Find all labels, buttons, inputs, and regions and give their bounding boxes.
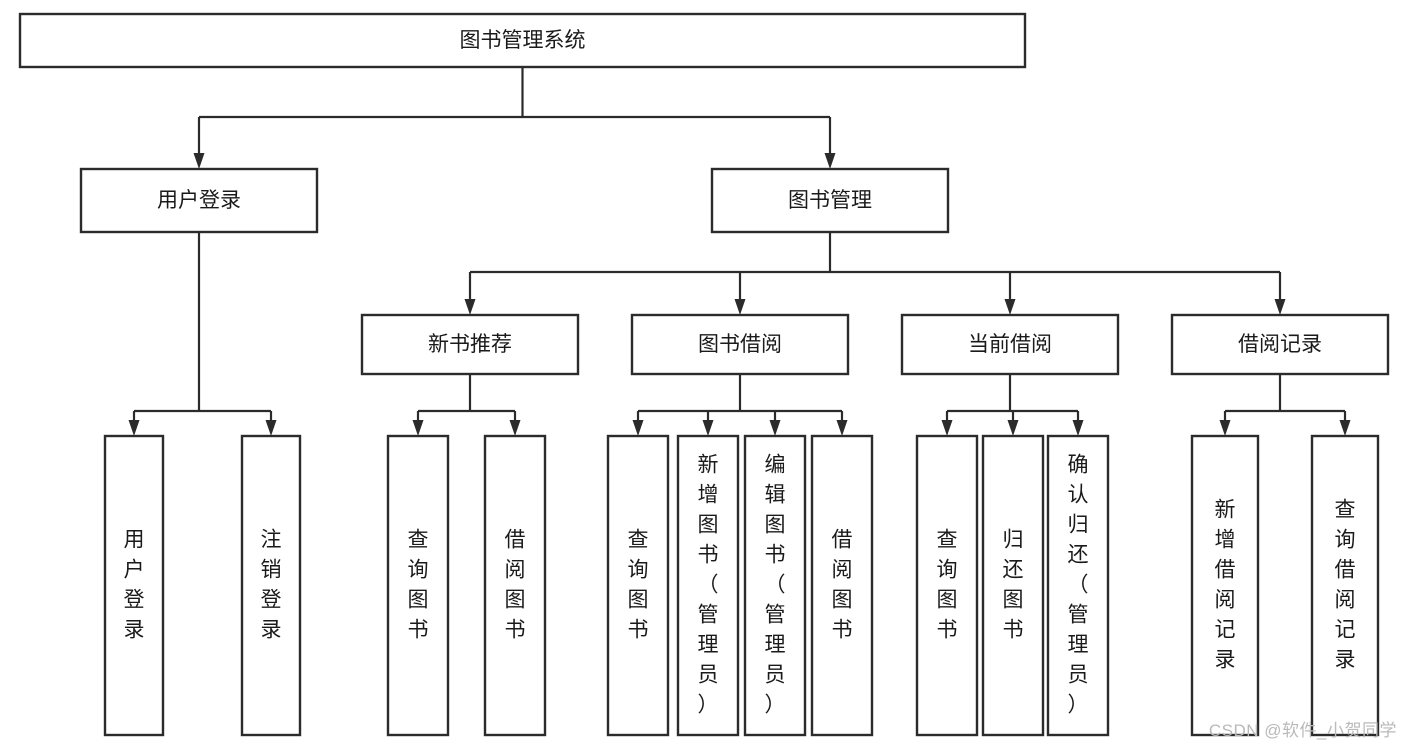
node-label-leaf-query-book-2: 查询图书 <box>628 528 649 641</box>
connector-layer <box>128 67 1351 436</box>
node-leaf-query-book-3[interactable]: 查询图书 <box>915 434 979 737</box>
node-box-leaf-query-book-3[interactable] <box>915 434 979 737</box>
node-leaf-query-book-2[interactable]: 查询图书 <box>606 434 670 737</box>
node-leaf-borrow-book-2[interactable]: 借阅图书 <box>810 434 874 737</box>
node-layer: 图书管理系统用户登录图书管理新书推荐图书借阅当前借阅借阅记录用户登录注销登录查询… <box>18 12 1390 737</box>
connector-group-user-login <box>128 232 277 436</box>
node-label-leaf-borrow-book-2: 借阅图书 <box>832 528 853 641</box>
node-box-user-login[interactable] <box>79 167 319 234</box>
connector-group-root <box>193 67 836 169</box>
connector-group-borrow-record <box>1219 374 1351 436</box>
connector-group-new-book-recommend <box>412 374 521 436</box>
arrow-head-icon <box>836 420 848 436</box>
node-leaf-return-book[interactable]: 归还图书 <box>981 434 1045 737</box>
arrow-head-icon <box>412 420 424 436</box>
node-box-leaf-confirm-return-admin[interactable] <box>1046 434 1110 737</box>
node-label-user-login: 用户登录 <box>157 189 241 212</box>
node-label-book-manage: 图书管理 <box>788 189 872 212</box>
node-label-borrow-record: 借阅记录 <box>1238 333 1322 356</box>
node-box-leaf-borrow-book-2[interactable] <box>810 434 874 737</box>
node-box-leaf-user-logout[interactable] <box>240 434 302 737</box>
node-book-manage[interactable]: 图书管理 <box>710 167 950 234</box>
node-label-leaf-query-book-1: 查询图书 <box>408 528 429 641</box>
arrow-head-icon <box>734 299 746 315</box>
node-leaf-add-book-admin[interactable]: 新增图书（管理员） <box>676 434 740 737</box>
node-box-current-borrow[interactable] <box>900 313 1120 376</box>
arrow-head-icon <box>1072 420 1084 436</box>
node-label-leaf-add-borrow-record: 新增借阅记录 <box>1215 498 1236 671</box>
node-box-leaf-add-borrow-record[interactable] <box>1190 434 1260 737</box>
node-label-current-borrow: 当前借阅 <box>968 333 1052 356</box>
node-leaf-query-borrow-record[interactable]: 查询借阅记录 <box>1310 434 1380 737</box>
node-box-borrow-record[interactable] <box>1170 313 1390 376</box>
node-box-leaf-query-book-2[interactable] <box>606 434 670 737</box>
node-box-book-borrow[interactable] <box>630 313 850 376</box>
arrow-head-icon <box>509 420 521 436</box>
node-borrow-record[interactable]: 借阅记录 <box>1170 313 1390 376</box>
node-label-leaf-user-login: 用户登录 <box>124 528 145 641</box>
node-box-leaf-return-book[interactable] <box>981 434 1045 737</box>
arrow-head-icon <box>702 420 714 436</box>
arrow-head-icon <box>824 153 836 169</box>
node-label-book-borrow: 图书借阅 <box>698 333 782 356</box>
node-leaf-add-borrow-record[interactable]: 新增借阅记录 <box>1190 434 1260 737</box>
node-leaf-confirm-return-admin[interactable]: 确认归还（管理员） <box>1046 434 1110 737</box>
arrow-head-icon <box>1219 420 1231 436</box>
node-box-book-manage[interactable] <box>710 167 950 234</box>
node-user-login[interactable]: 用户登录 <box>79 167 319 234</box>
watermark-label: CSDN @软件_小贺同学 <box>1208 721 1397 740</box>
node-leaf-user-login[interactable]: 用户登录 <box>103 434 165 737</box>
connector-group-current-borrow <box>941 374 1084 436</box>
node-leaf-borrow-book-1[interactable]: 借阅图书 <box>483 434 547 737</box>
node-box-leaf-add-book-admin[interactable] <box>676 434 740 737</box>
node-label-leaf-query-borrow-record: 查询借阅记录 <box>1335 498 1356 671</box>
node-new-book-recommend[interactable]: 新书推荐 <box>360 313 580 376</box>
arrow-head-icon <box>464 299 476 315</box>
node-leaf-query-book-1[interactable]: 查询图书 <box>386 434 450 737</box>
arrow-head-icon <box>1274 299 1286 315</box>
node-label-leaf-edit-book-admin: 编辑图书（管理员） <box>765 453 786 716</box>
arrow-head-icon <box>632 420 644 436</box>
node-label-leaf-add-book-admin: 新增图书（管理员） <box>698 453 719 716</box>
arrow-head-icon <box>769 420 781 436</box>
node-label-leaf-confirm-return-admin: 确认归还（管理员） <box>1068 453 1089 716</box>
connector-group-book-manage <box>464 232 1286 315</box>
node-box-leaf-user-login[interactable] <box>103 434 165 737</box>
node-box-new-book-recommend[interactable] <box>360 313 580 376</box>
node-root[interactable]: 图书管理系统 <box>18 12 1027 69</box>
node-box-leaf-query-book-1[interactable] <box>386 434 450 737</box>
arrow-head-icon <box>1007 420 1019 436</box>
node-label-root: 图书管理系统 <box>460 29 586 52</box>
arrow-head-icon <box>193 153 205 169</box>
node-label-leaf-query-book-3: 查询图书 <box>937 528 958 641</box>
node-label-new-book-recommend: 新书推荐 <box>428 333 512 356</box>
node-box-leaf-borrow-book-1[interactable] <box>483 434 547 737</box>
node-box-leaf-query-borrow-record[interactable] <box>1310 434 1380 737</box>
node-current-borrow[interactable]: 当前借阅 <box>900 313 1120 376</box>
node-label-leaf-user-logout: 注销登录 <box>261 528 282 641</box>
arrow-head-icon <box>265 420 277 436</box>
node-box-leaf-edit-book-admin[interactable] <box>743 434 807 737</box>
node-label-leaf-borrow-book-1: 借阅图书 <box>505 528 526 641</box>
arrow-head-icon <box>128 420 140 436</box>
arrow-head-icon <box>1004 299 1016 315</box>
node-label-leaf-return-book: 归还图书 <box>1003 528 1024 641</box>
arrow-head-icon <box>1339 420 1351 436</box>
node-box-root[interactable] <box>18 12 1027 69</box>
node-book-borrow[interactable]: 图书借阅 <box>630 313 850 376</box>
arrow-head-icon <box>941 420 953 436</box>
node-leaf-user-logout[interactable]: 注销登录 <box>240 434 302 737</box>
connector-group-book-borrow <box>632 374 848 436</box>
node-leaf-edit-book-admin[interactable]: 编辑图书（管理员） <box>743 434 807 737</box>
